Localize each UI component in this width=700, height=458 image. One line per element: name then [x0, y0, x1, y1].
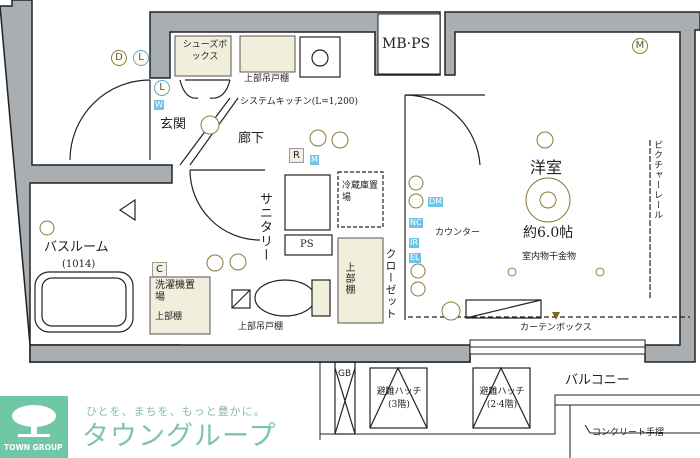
- curtain-box-label: カーテンボックス: [520, 323, 592, 333]
- l-symbol: L: [133, 50, 149, 66]
- hatch-24f-label: 避難ハッチ(2·4階): [479, 387, 525, 410]
- shoe-box-label: シューズボックス: [182, 40, 228, 62]
- room-size-label: 約6.0帖: [523, 225, 574, 241]
- mb-ps-box: [377, 13, 441, 75]
- sanitary-label: サニタリー: [257, 192, 272, 262]
- gb-label: GB: [338, 369, 352, 379]
- r-symbol: R: [289, 148, 304, 163]
- c-symbol: C: [152, 262, 167, 277]
- logo-text: TOWN GROUP: [4, 443, 63, 452]
- balcony-label: バルコニー: [565, 373, 630, 388]
- m-symbol: M: [310, 155, 319, 165]
- room-door-swing: [404, 94, 481, 166]
- d-symbol: D: [111, 50, 127, 66]
- dm-symbol: DM: [428, 197, 444, 207]
- town-group-logo: TOWN GROUP: [0, 396, 68, 458]
- ir-symbol: IR: [409, 238, 419, 248]
- bottom-wall: [29, 344, 471, 363]
- kitchen-counter-fill: [239, 35, 296, 73]
- hatch-3f-label: 避難ハッチ(3階): [376, 387, 422, 410]
- entrance-door-swing: [69, 79, 151, 161]
- western-room-label: 洋室: [530, 158, 563, 177]
- ps-label: PS: [300, 239, 314, 250]
- kitchen-upper-cabinet-label: 上部吊戸棚: [244, 74, 290, 84]
- w-symbol: W: [154, 100, 164, 110]
- kitchen-label: システムキッチン(L=1,200): [240, 97, 359, 107]
- brand-tagline: ひとを、まちを、もっと豊かに。: [86, 405, 266, 418]
- shoe-box-fill: [174, 35, 232, 77]
- bathroom-label: バスルーム: [44, 240, 109, 255]
- balcony-outline: [319, 362, 700, 458]
- m-symbol-2: M: [632, 38, 648, 54]
- el-symbol: EL: [409, 253, 421, 263]
- washer-fill: [149, 276, 211, 335]
- brand-name: タウングループ: [82, 421, 277, 452]
- washer-space-label: 洗濯機置場: [155, 280, 195, 303]
- tree-icon: [12, 405, 56, 437]
- picture-rail-label: ピクチャーレール: [652, 140, 662, 220]
- mb-ps-label: MB·PS: [382, 36, 431, 52]
- l-symbol-2: L: [154, 80, 170, 96]
- closet-label: クローゼット: [384, 248, 397, 320]
- fridge-space-label: 冷蔵庫置場: [342, 181, 379, 203]
- counter-label: カウンター: [435, 228, 481, 238]
- nc-symbol: NC: [409, 218, 423, 228]
- sanitary-door-swing: [189, 169, 261, 241]
- entrance-label: 玄関: [160, 117, 187, 132]
- handrail-label: コンクリート手摺: [592, 428, 665, 438]
- toilet-upper-cabinet-label: 上部吊戸棚: [238, 322, 284, 332]
- closet-upper-shelf-label: 上部棚: [343, 262, 354, 295]
- bathroom-size-label: (1014): [62, 259, 96, 270]
- drying-hardware-label: 室内物干金物: [522, 252, 577, 262]
- washer-upper-shelf-label: 上部棚: [155, 312, 183, 322]
- upper-shelf-fill: [337, 237, 384, 324]
- hallway-label: 廊下: [238, 131, 265, 146]
